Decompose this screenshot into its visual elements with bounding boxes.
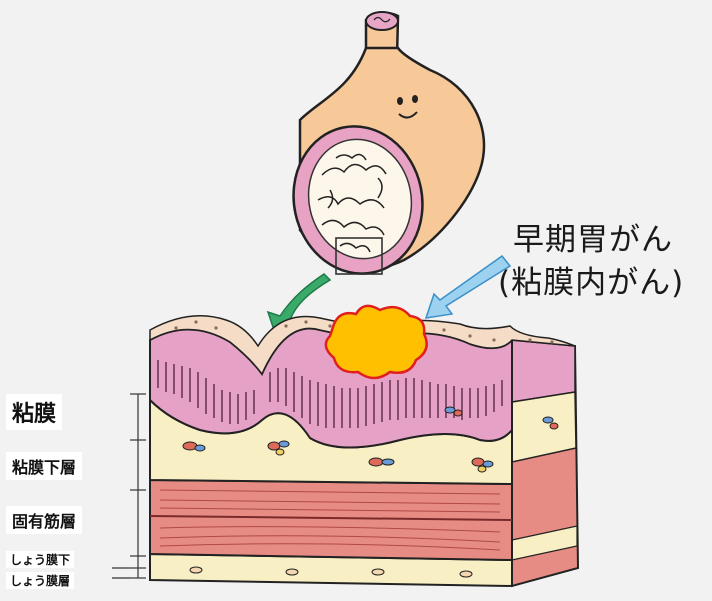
tumor-blob-icon — [326, 306, 427, 378]
stomach-illustration — [280, 12, 484, 286]
annotation-subtitle: (粘膜内がん) — [498, 257, 684, 302]
label-serosa: しょう膜層 — [6, 572, 74, 589]
tissue-cross-section — [150, 306, 578, 586]
layer-brackets — [112, 394, 146, 578]
label-submucosa: 粘膜下層 — [6, 452, 82, 480]
label-mucosa: 粘膜 — [6, 394, 62, 430]
label-subserosa: しょう膜下 — [6, 551, 74, 568]
annotation-title: 早期胃がん — [513, 214, 673, 259]
label-muscularis-propria: 固有筋層 — [6, 506, 82, 534]
